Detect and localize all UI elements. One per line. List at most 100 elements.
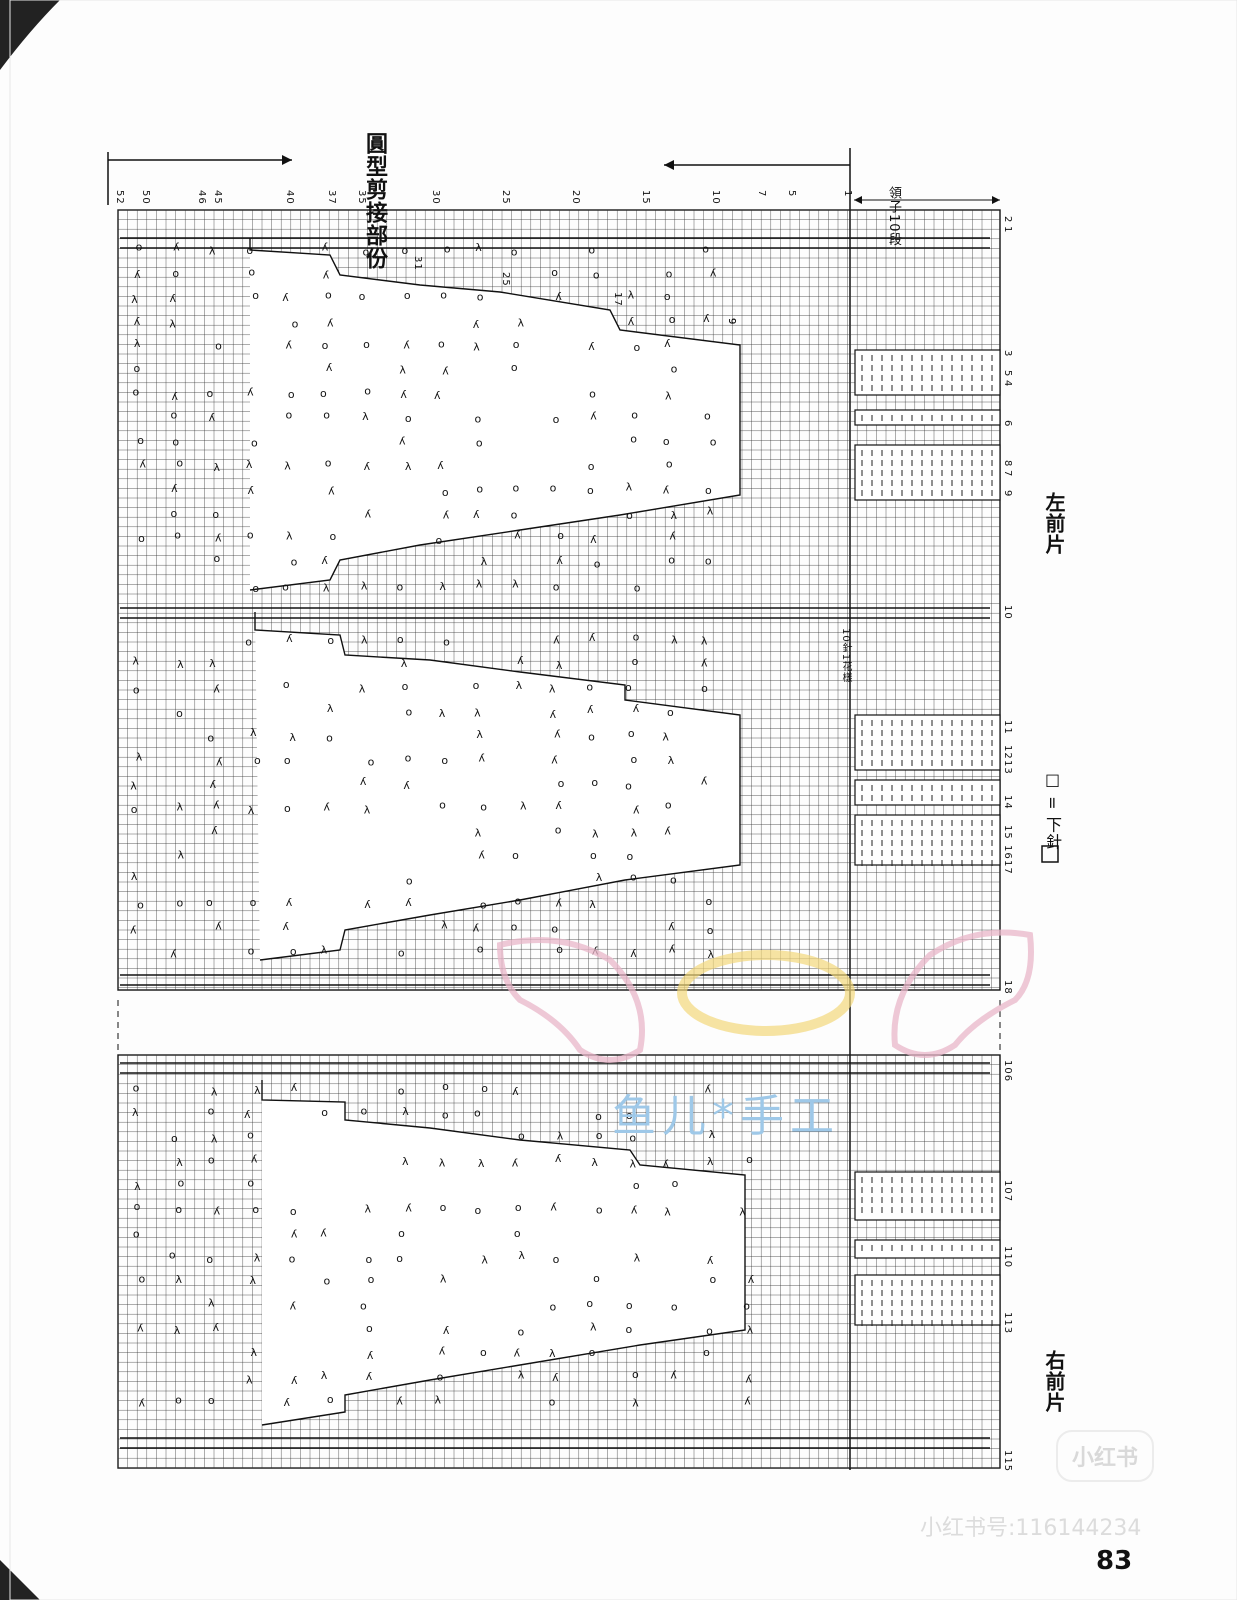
stitch-symbol: o: [327, 634, 334, 647]
stitch-symbol: λ: [250, 726, 257, 739]
stitch-symbol: λ: [131, 293, 138, 306]
stitch-symbol: ʎ: [437, 459, 444, 472]
stitch-symbol: o: [549, 1301, 556, 1314]
stitch-symbol: o: [706, 1325, 713, 1338]
stitch-symbol: λ: [707, 1155, 714, 1168]
stitch-symbol: o: [550, 482, 557, 495]
stitch-symbol: o: [398, 1227, 405, 1240]
stitch-symbol: o: [327, 1393, 334, 1406]
stitch-symbol: o: [706, 895, 713, 908]
stitch-symbol: ʎ: [321, 554, 328, 567]
stitch-symbol: λ: [631, 827, 638, 840]
stitch-symbol: λ: [327, 702, 334, 715]
stitch-symbol: ʎ: [517, 654, 524, 667]
stitch-symbol: ʎ: [211, 824, 218, 837]
stitch-symbol: o: [634, 581, 641, 594]
stitch-symbol: o: [666, 268, 673, 281]
stitch-symbol: o: [292, 317, 299, 330]
row-number: 115: [1002, 1450, 1013, 1473]
stitch-symbol: o: [397, 633, 404, 646]
stitch-symbol: ʎ: [553, 634, 560, 647]
legend-box-icon: [1041, 845, 1059, 863]
stitch-symbol: o: [248, 945, 255, 958]
stitch-symbol: o: [709, 1273, 716, 1286]
stitch-symbol: o: [208, 1104, 215, 1117]
stitch-symbol: λ: [289, 731, 296, 744]
stitch-symbol: o: [172, 435, 179, 448]
stitch-symbol: λ: [361, 580, 368, 593]
stitch-symbol: λ: [589, 898, 596, 911]
stitch-symbol: ʎ: [291, 1081, 298, 1094]
repeat-note: 10針1花樣: [840, 628, 851, 684]
stitch-symbol: o: [329, 530, 336, 543]
stitch-symbol: o: [556, 943, 563, 956]
stitch-symbol: λ: [665, 390, 672, 403]
stitch-symbol: λ: [364, 803, 371, 816]
stitch-symbol: o: [590, 849, 597, 862]
stitch-symbol: o: [511, 509, 518, 522]
stitch-symbol: λ: [591, 1156, 598, 1169]
stitch-symbol: ʎ: [705, 1082, 712, 1095]
stitch-symbol: o: [705, 484, 712, 497]
stitch-symbol: o: [668, 554, 675, 567]
stitch-symbol: o: [250, 896, 257, 909]
stitch-symbol: o: [743, 1299, 750, 1312]
stitch-symbol: ʎ: [633, 702, 640, 715]
row-number: 12: [1002, 745, 1013, 760]
stitch-symbol: o: [444, 243, 451, 256]
stitch-symbol: o: [138, 532, 145, 545]
stitch-symbol: o: [290, 945, 297, 958]
stitch-symbol: o: [132, 385, 139, 398]
row-number: 10: [1002, 605, 1013, 620]
stitch-symbol: ʎ: [664, 337, 671, 350]
stitch-symbol: λ: [248, 804, 255, 817]
stitch-symbol: λ: [177, 658, 184, 671]
stitch-symbol: o: [207, 387, 214, 400]
stitch-symbol: λ: [211, 1086, 218, 1099]
legend-text: □ = 下針: [1043, 770, 1062, 851]
stitch-symbol: λ: [668, 754, 675, 767]
stitch-symbol: ʎ: [360, 775, 367, 788]
stitch-symbol: o: [404, 289, 411, 302]
stitch-symbol: ʎ: [291, 1227, 298, 1240]
stitch-symbol: o: [254, 754, 261, 767]
stitch-symbol: o: [251, 437, 258, 450]
stitch-symbol: ʎ: [550, 1200, 557, 1213]
stitch-symbol: λ: [402, 1105, 409, 1118]
stitch-symbol: λ: [209, 657, 216, 670]
stitch-symbol: ʎ: [589, 631, 596, 644]
stitch-symbol: ʎ: [130, 924, 137, 937]
column-number: 37: [326, 190, 337, 205]
column-number: 52: [114, 190, 125, 205]
stitch-symbol: o: [588, 731, 595, 744]
stitch-symbol: o: [402, 244, 409, 257]
stitch-symbol: o: [284, 754, 291, 767]
stitch-symbol: λ: [478, 1157, 485, 1170]
stitch-symbol: o: [169, 1248, 176, 1261]
stitch-symbol: ʎ: [139, 1396, 146, 1409]
stitch-symbol: o: [704, 410, 711, 423]
stitch-symbol: λ: [254, 1084, 261, 1097]
stitch-symbol: ʎ: [210, 778, 217, 791]
stitch-symbol: ʎ: [663, 1157, 670, 1170]
stitch-symbol: o: [593, 1272, 600, 1285]
stitch-symbol: o: [515, 1201, 522, 1214]
stitch-symbol: ʎ: [323, 269, 330, 282]
stitch-symbol: λ: [518, 317, 525, 330]
stitch-symbol: ʎ: [286, 896, 293, 909]
stitch-symbol: o: [364, 385, 371, 398]
stitch-symbol: ʎ: [663, 484, 670, 497]
row-number: 8: [1002, 460, 1013, 468]
stitch-symbol: o: [406, 875, 413, 888]
stitch-symbol: ʎ: [473, 318, 480, 331]
stitch-symbol: λ: [362, 410, 369, 423]
stitch-symbol: λ: [518, 1249, 525, 1262]
stitch-symbol: ʎ: [283, 920, 290, 933]
stitch-symbol: o: [325, 457, 332, 470]
stitch-symbol: ʎ: [171, 482, 178, 495]
stitch-symbol: o: [325, 288, 332, 301]
stitch-symbol: o: [701, 682, 708, 695]
stitch-symbol: ʎ: [214, 1204, 221, 1217]
